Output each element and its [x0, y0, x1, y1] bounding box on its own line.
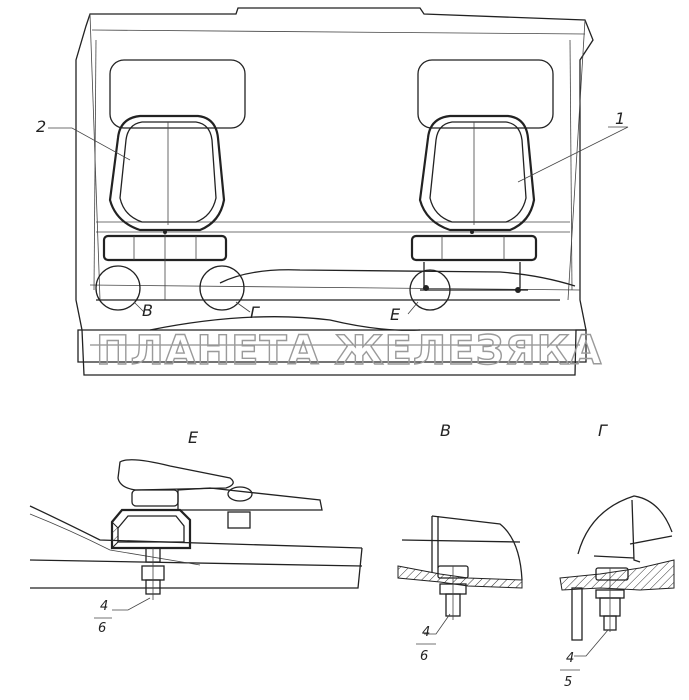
cabin-rear-view: 2 1 В Г Е: [36, 7, 629, 376]
seat-right: [410, 114, 538, 293]
detail-b-title: В: [440, 421, 451, 440]
callout-g: Г: [250, 303, 260, 322]
detail-g-title: Г: [598, 421, 608, 440]
detail-g: Г 4 5: [559, 421, 675, 690]
detail-e-part-6: 6: [98, 621, 106, 636]
cabin-outline: [75, 7, 594, 376]
detail-g-part-4: 4: [566, 651, 574, 666]
detail-b-part-6: 6: [420, 649, 428, 664]
callout-2: 2: [36, 117, 46, 136]
detail-circle-b: [95, 265, 141, 311]
detail-b-part-4: 4: [422, 625, 430, 640]
detail-b: В 4 6: [397, 421, 523, 664]
seat-left: [102, 114, 228, 300]
watermark: ПЛАНЕТА ЖЕЛЕЗЯКА: [96, 328, 602, 374]
detail-e-title: Е: [188, 428, 199, 447]
callout-e: Е: [390, 305, 401, 324]
rear-window-right: [417, 59, 554, 129]
detail-e: Е 4 6: [29, 428, 363, 636]
rear-window-left: [109, 59, 246, 129]
callout-1: 1: [615, 109, 625, 128]
detail-circle-g: [199, 265, 245, 311]
detail-g-part-5: 5: [564, 675, 572, 690]
callout-b: В: [142, 301, 153, 320]
detail-circle-e: [409, 269, 451, 311]
detail-e-part-4: 4: [100, 599, 108, 614]
